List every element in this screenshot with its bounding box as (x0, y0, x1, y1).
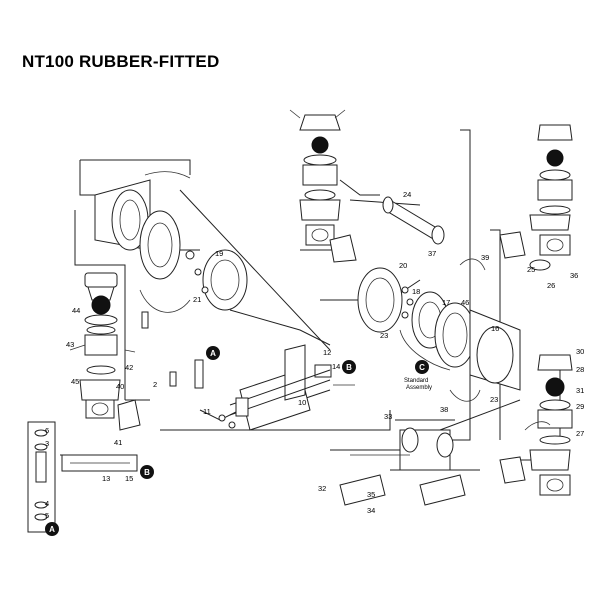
part-label-21: 21 (193, 295, 201, 304)
part-label-23a: 23 (380, 331, 388, 340)
part-label-20: 20 (399, 261, 407, 270)
part-label-18: 18 (412, 287, 420, 296)
part-label-4: 4 (45, 499, 49, 508)
right-diaphragm-assembly (357, 258, 521, 402)
part-label-24: 24 (403, 190, 411, 199)
badge-a-inset: A (45, 522, 59, 536)
part-label-12: 12 (323, 348, 331, 357)
page-title: NT100 RUBBER-FITTED (22, 52, 220, 71)
part-label-13: 13 (102, 474, 110, 483)
part-label-38: 38 (440, 405, 448, 414)
part-label-34: 34 (367, 506, 375, 515)
left-valve-stack (69, 272, 141, 431)
part-label-35: 35 (367, 490, 375, 499)
svg-text:A: A (210, 349, 216, 358)
center-shaft-assembly (169, 344, 355, 431)
tube-24 (382, 196, 445, 245)
part-label-15: 15 (125, 474, 133, 483)
right-bottom-valve-stack (499, 354, 573, 496)
part-label-27: 27 (576, 429, 584, 438)
part-label-37: 37 (428, 249, 436, 258)
part-label-25: 25 (527, 265, 535, 274)
part-label-43: 43 (66, 340, 74, 349)
right-top-valve-stack (499, 124, 573, 271)
part-label-16: 16 (491, 324, 499, 333)
part-label-44: 44 (72, 306, 80, 315)
part-label-5: 5 (45, 511, 49, 520)
top-center-valve-stack (289, 109, 357, 263)
part-label-45: 45 (71, 377, 79, 386)
part-label-40: 40 (116, 382, 124, 391)
part-label-41: 41 (114, 438, 122, 447)
svg-text:B: B (346, 363, 352, 372)
standard-assembly-label-2: Assembly (406, 385, 432, 391)
part-label-23b: 23 (490, 395, 498, 404)
part-label-10: 10 (298, 398, 306, 407)
part-label-29: 29 (576, 402, 584, 411)
badge-c: C (415, 360, 429, 374)
badge-b-inset: B (140, 465, 154, 479)
part-label-46: 46 (461, 298, 469, 307)
badge-b-upper: B (342, 360, 356, 374)
part-label-11: 11 (203, 407, 211, 416)
part-label-42: 42 (125, 363, 133, 372)
left-diaphragm-assembly (94, 171, 248, 329)
part-label-30: 30 (576, 347, 584, 356)
svg-text:A: A (49, 525, 55, 534)
part-label-17: 17 (442, 298, 450, 307)
part-label-14: 14 (332, 362, 340, 371)
part-label-3: 3 (45, 439, 49, 448)
detail-inset-box (27, 421, 138, 533)
part-label-36: 36 (570, 271, 578, 280)
part-label-2: 2 (153, 380, 157, 389)
part-label-31: 31 (576, 386, 584, 395)
part-label-28: 28 (576, 365, 584, 374)
svg-text:C: C (419, 363, 425, 372)
standard-assembly-label-1: Standard (404, 378, 428, 384)
part-label-19: 19 (215, 249, 223, 258)
part-label-33: 33 (384, 412, 392, 421)
part-label-6: 6 (45, 426, 49, 435)
part-labels: 2 3 4 5 6 10 11 12 13 14 15 16 17 18 19 … (45, 190, 584, 520)
stand-33 (339, 419, 466, 506)
part-label-32: 32 (318, 484, 326, 493)
svg-text:B: B (144, 468, 150, 477)
badge-a-upper: A (206, 346, 220, 360)
part-label-26: 26 (547, 281, 555, 290)
part-label-39: 39 (481, 253, 489, 262)
